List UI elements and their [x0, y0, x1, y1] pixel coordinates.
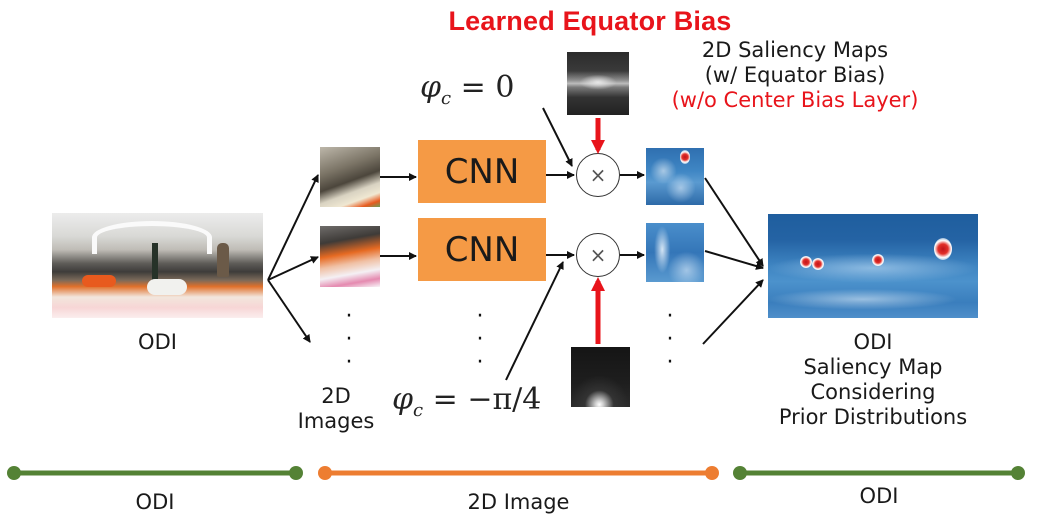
odi-output-label-line3: Considering	[810, 380, 936, 404]
odi-saliency-map	[768, 214, 978, 318]
timeline-label-odi-left: ODI	[135, 490, 175, 514]
odi-input-image	[52, 213, 263, 318]
saliency-ellipsis: ···	[666, 304, 674, 375]
2d-images-label: 2D Images	[296, 384, 376, 434]
odi-output-label-line2: Saliency Map	[803, 355, 943, 379]
thumbnail-ellipsis: ···	[345, 304, 353, 375]
arrow-sal-top-to-odi	[704, 177, 764, 267]
2d-images-label-line1: 2D	[321, 384, 351, 408]
phi-rhs: = −π/4	[423, 382, 542, 417]
saliency-map-bottom	[646, 223, 704, 282]
phi-rhs: = 0	[451, 70, 515, 105]
saliency-hotspot	[812, 258, 824, 270]
arrow-phi-minus-pi	[505, 261, 564, 381]
bag-shape	[147, 279, 187, 295]
odi-saliency-map-label: ODI Saliency Map Considering Prior Distr…	[760, 330, 986, 430]
timeline-odi-left	[7, 466, 303, 480]
phi-subscript: c	[413, 400, 424, 421]
saliency-map-top	[646, 148, 704, 205]
saliency-caption-line1: 2D Saliency Maps	[701, 38, 889, 62]
cnn-block-bottom: CNN	[418, 218, 546, 281]
saliency-caption-line2: (w/ Equator Bias)	[704, 63, 886, 87]
2d-images-label-line2: Images	[297, 409, 375, 433]
arrow-sal-bottom-to-odi	[704, 250, 764, 270]
timeline-odi-right	[733, 466, 1025, 480]
learned-equator-bias-title: Learned Equator Bias	[448, 6, 732, 36]
multiply-operator-bottom: ×	[576, 233, 620, 277]
timeline-label-2d-image: 2D Image	[467, 490, 570, 514]
arrow-phi-zero	[542, 107, 573, 167]
arrow-odi-to-thumb-bottom	[267, 256, 319, 281]
phi-zero-equation: φc = 0	[420, 70, 514, 109]
phi-symbol: φ	[420, 70, 442, 105]
odi-input-label: ODI	[138, 330, 177, 354]
timeline-label-odi-right: ODI	[859, 484, 899, 508]
arrow-ellipsis-to-odi	[702, 279, 764, 345]
multiply-operator-top: ×	[576, 153, 620, 197]
saliency-caption-line3: (w/o Center Bias Layer)	[671, 88, 919, 112]
equator-bias-map-top	[567, 52, 629, 115]
saliency-hotspot	[680, 150, 690, 164]
cnn-ellipsis: ···	[476, 304, 484, 375]
timeline-2d-image	[318, 466, 719, 480]
saliency-hotspot	[872, 254, 884, 266]
phi-symbol: φ	[392, 382, 414, 417]
ceiling-light-shape	[92, 221, 212, 254]
odi-output-label-line4: Prior Distributions	[778, 405, 968, 429]
fruit-shape	[82, 275, 116, 287]
2d-image-thumbnail-top	[320, 147, 380, 207]
multiply-icon: ×	[589, 163, 607, 187]
arrow-odi-to-thumb-top	[267, 174, 319, 281]
pillar-shape	[152, 243, 158, 293]
phi-minus-pi-over-4-equation: φc = −π/4	[392, 382, 541, 421]
saliency-hotspot	[800, 256, 812, 268]
phi-subscript: c	[441, 88, 452, 109]
saliency-hotspot	[934, 238, 952, 260]
saliency-maps-caption: 2D Saliency Maps (w/ Equator Bias) (w/o …	[650, 38, 940, 113]
multiply-icon: ×	[589, 243, 607, 267]
equator-bias-map-bottom	[571, 347, 630, 407]
odi-output-label-line1: ODI	[853, 330, 893, 354]
2d-image-thumbnail-bottom	[320, 226, 380, 287]
arrow-odi-to-ellipsis	[267, 279, 311, 343]
cnn-block-top: CNN	[418, 140, 546, 203]
person-shape	[217, 243, 229, 277]
